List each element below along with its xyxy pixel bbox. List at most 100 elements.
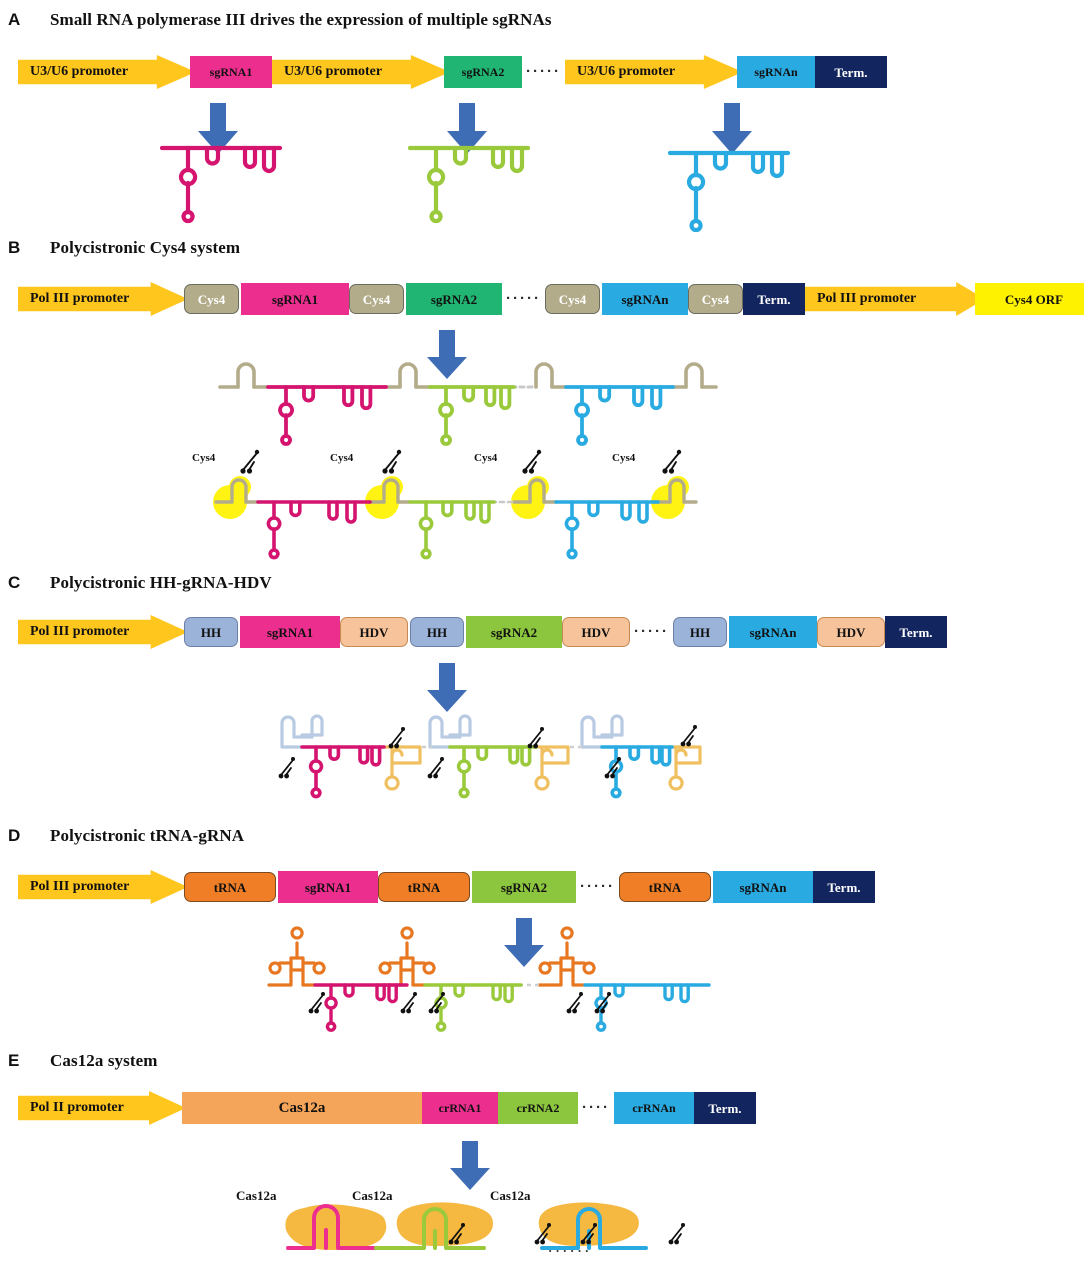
panel-a-title: Small RNA polymerase III drives the expr…	[50, 10, 552, 29]
panel-e-construct: Pol II promoter Cas12a crRNA1 crRNA2 ···…	[18, 1091, 756, 1125]
panel-c-heading: C Polycistronic HH-gRNA-HDV	[8, 573, 272, 593]
block-sgrna1[interactable]: sgRNA1	[240, 616, 340, 648]
block-sgrnan[interactable]: sgRNAn	[736, 56, 815, 88]
block-sgrna1[interactable]: sgRNA1	[278, 871, 378, 903]
block-cys4-4[interactable]: Cys4	[687, 284, 743, 314]
scissors-icon-c-3	[427, 755, 447, 779]
panel-b-construct: Pol III promoter Cys4 sgRNA1 Cys4 sgRNA2…	[18, 282, 1084, 316]
panel-c-ellipsis: ·····	[634, 623, 669, 640]
panel-e-letter: E	[8, 1051, 20, 1070]
scissors-icon-d-2	[400, 990, 420, 1014]
scissors-icon-e-3	[580, 1221, 600, 1245]
panel-d-heading: D Polycistronic tRNA-gRNA	[8, 826, 244, 846]
scissors-icon-e-4	[668, 1221, 688, 1245]
cys4-cleavage-label-2: Cys4	[330, 452, 354, 464]
block-cys4-1[interactable]: Cys4	[184, 284, 239, 314]
scissors-icon-b-4	[662, 448, 684, 474]
block-sgrna2[interactable]: sgRNA2	[444, 56, 522, 88]
panel-e-ellipsis: ····	[582, 1099, 610, 1116]
panel-e-title: Cas12a system	[50, 1051, 158, 1070]
scissors-icon-b-2	[382, 448, 404, 474]
scissors-icon-e-2	[534, 1221, 554, 1245]
panel-b: B Polycistronic Cys4 system Pol III prom…	[0, 230, 1084, 570]
block-sgrnan[interactable]: sgRNAn	[712, 871, 813, 903]
panel-e-trailing-ellipsis: ······	[548, 1243, 593, 1258]
cas12a-label-1: Cas12a	[236, 1188, 277, 1203]
block-hh-1[interactable]: HH	[184, 617, 238, 647]
cleavage-transcript-b	[190, 460, 710, 570]
block-hdv-2[interactable]: HDV	[562, 617, 630, 647]
sgrna-structure-a-2	[407, 140, 534, 224]
block-term[interactable]: Term.	[812, 871, 875, 903]
process-arrow-a-2	[445, 103, 489, 155]
block-term[interactable]: Term.	[814, 56, 887, 88]
panel-a-letter: A	[8, 10, 21, 29]
block-u3u6-promoter-2[interactable]: U3/U6 promoter	[272, 55, 450, 89]
block-sgrna2[interactable]: sgRNA2	[406, 283, 502, 315]
block-sgrna1[interactable]: sgRNA1	[190, 56, 272, 88]
panel-d-construct: Pol III promoter tRNA sgRNA1 tRNA sgRNA2…	[18, 870, 875, 904]
block-sgrnan[interactable]: sgRNAn	[601, 283, 688, 315]
panel-d-title: Polycistronic tRNA-gRNA	[50, 826, 245, 845]
process-arrow-e	[448, 1141, 492, 1191]
panel-b-ellipsis: ·····	[506, 290, 541, 307]
cas12a-crrna-complexes-e	[278, 1200, 678, 1271]
cas12a-label-3: Cas12a	[490, 1188, 531, 1203]
scissors-icon-b-1	[240, 448, 262, 474]
block-cys4-2[interactable]: Cys4	[349, 284, 404, 314]
panel-e-heading: E Cas12a system	[8, 1051, 158, 1071]
block-cas12a[interactable]: Cas12a	[182, 1092, 422, 1124]
panel-d: D Polycistronic tRNA-gRNA Pol III promot…	[0, 818, 1084, 1043]
panel-a-ellipsis: ·····	[526, 63, 561, 80]
process-arrow-d	[502, 918, 546, 968]
panel-b-letter: B	[8, 238, 21, 257]
panel-a-heading: A Small RNA polymerase III drives the ex…	[8, 10, 552, 30]
block-crrna2[interactable]: crRNA2	[498, 1092, 578, 1124]
block-trna-2[interactable]: tRNA	[378, 872, 470, 902]
panel-e: E Cas12a system Pol II promoter Cas12a c…	[0, 1043, 1084, 1271]
block-pol3-promoter[interactable]: Pol III promoter	[18, 870, 188, 904]
process-arrow-a-1	[196, 103, 240, 155]
block-hh-3[interactable]: HH	[672, 617, 727, 647]
block-cys4-3[interactable]: Cys4	[544, 284, 600, 314]
block-crrnan[interactable]: crRNAn	[613, 1092, 694, 1124]
panel-b-heading: B Polycistronic Cys4 system	[8, 238, 240, 258]
block-sgrna2[interactable]: sgRNA2	[472, 871, 576, 903]
block-u3u6-promoter-3[interactable]: U3/U6 promoter	[564, 55, 743, 89]
cys4-cleavage-label-4: Cys4	[612, 452, 636, 464]
block-u3u6-promoter-1[interactable]: U3/U6 promoter	[18, 55, 196, 89]
panel-a-construct: U3/U6 promoter sgRNA1 U3/U6 promoter sgR…	[18, 55, 887, 89]
block-sgrna2[interactable]: sgRNA2	[466, 616, 562, 648]
scissors-icon-d-4	[566, 990, 586, 1014]
panel-c-construct: Pol III promoter HH sgRNA1 HDV HH sgRNA2…	[18, 615, 947, 649]
block-pol3-promoter-1[interactable]: Pol III promoter	[18, 282, 188, 316]
sgrna-structure-a-3	[667, 145, 794, 233]
scissors-icon-c-6	[680, 723, 700, 747]
block-sgrna1[interactable]: sgRNA1	[241, 283, 349, 315]
panel-c: C Polycistronic HH-gRNA-HDV Pol III prom…	[0, 565, 1084, 820]
panel-b-title: Polycistronic Cys4 system	[50, 238, 241, 257]
panel-d-ellipsis: ·····	[580, 878, 615, 895]
block-hh-2[interactable]: HH	[410, 617, 464, 647]
block-pol3-promoter[interactable]: Pol III promoter	[18, 615, 188, 649]
block-term[interactable]: Term.	[884, 616, 947, 648]
block-trna-1[interactable]: tRNA	[184, 872, 276, 902]
block-term[interactable]: Term.	[742, 283, 805, 315]
scissors-icon-d-1	[308, 990, 328, 1014]
block-pol2-promoter[interactable]: Pol II promoter	[18, 1091, 186, 1125]
cys4-cleavage-label-1: Cys4	[192, 452, 216, 464]
panel-a: A Small RNA polymerase III drives the ex…	[0, 0, 1084, 233]
block-sgrnan[interactable]: sgRNAn	[728, 616, 817, 648]
block-crrna1[interactable]: crRNA1	[422, 1092, 498, 1124]
scissors-icon-c-4	[527, 725, 547, 749]
block-term[interactable]: Term.	[693, 1092, 756, 1124]
block-cys4-orf[interactable]: Cys4 ORF	[974, 283, 1084, 315]
block-hdv-3[interactable]: HDV	[816, 617, 885, 647]
scissors-icon-c-2	[388, 725, 408, 749]
block-hdv-1[interactable]: HDV	[340, 617, 408, 647]
block-pol3-promoter-2[interactable]: Pol III promoter	[804, 282, 985, 316]
cas12a-label-2: Cas12a	[352, 1188, 393, 1203]
block-trna-3[interactable]: tRNA	[618, 872, 711, 902]
panel-c-letter: C	[8, 573, 21, 592]
